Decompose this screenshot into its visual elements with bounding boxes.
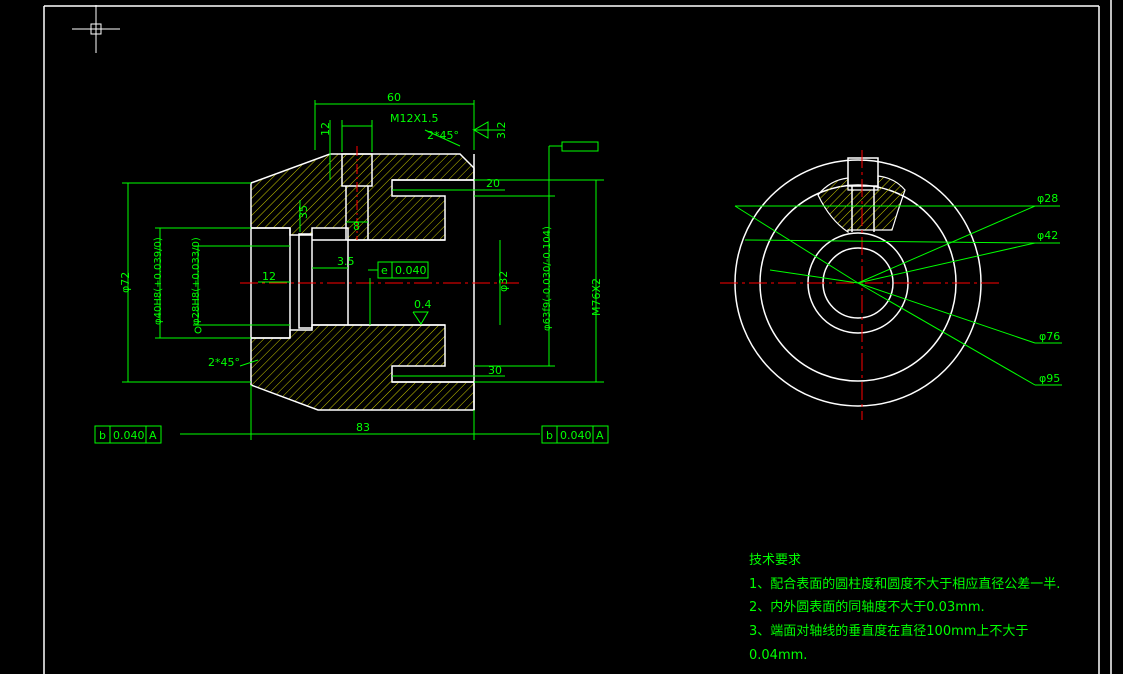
- side-dim-phi28: φ28: [1037, 192, 1058, 205]
- dim-chamfer-top: 2*45°: [427, 129, 459, 142]
- tech-requirement-2: 2、内外圆表面的同轴度不大于0.03mm.: [749, 599, 985, 615]
- section-view: 60 M12X1.5 2*45° 3.2 12 20 35 8 3.5 e 0.…: [94, 91, 609, 444]
- tech-requirement-1: 1、配合表面的圆柱度和圆度不大于相应直径公差一半.: [749, 576, 1060, 592]
- section-hatch-top: [250, 153, 475, 241]
- tol-right-letter: b: [546, 429, 553, 442]
- side-dim-phi42: φ42: [1037, 229, 1058, 242]
- side-view: φ28 φ42 φ76 φ95: [720, 150, 1062, 420]
- dim-height-12: 12: [319, 122, 332, 136]
- dim-phi40: φ40H8(+0.039/0): [153, 237, 164, 325]
- crosshair-cursor-icon: [72, 5, 120, 53]
- dim-width-30: 30: [488, 364, 502, 377]
- dim-length-60: 60: [387, 91, 401, 104]
- dim-roughness-04: 0.4: [414, 298, 432, 311]
- dim-width-20: 20: [486, 177, 500, 190]
- tol-right-ref: A: [596, 429, 604, 442]
- dim-12-bore: 12: [262, 270, 276, 283]
- tech-requirement-3: 3、端面对轴线的垂直度在直径100mm上不大于: [749, 623, 1028, 639]
- tol-e-letter: e: [381, 264, 388, 277]
- side-dim-phi95: φ95: [1039, 372, 1060, 385]
- tol-left-ref: A: [149, 429, 157, 442]
- tol-left-value: 0.040: [113, 429, 145, 442]
- tol-left-letter: b: [99, 429, 106, 442]
- section-hatch-bottom: [250, 324, 475, 411]
- dim-phi32: φ32: [497, 271, 510, 292]
- dim-thread-big: M76X2: [590, 278, 603, 316]
- tol-right-value: 0.040: [560, 429, 592, 442]
- dim-roughness-32: 3.2: [495, 122, 508, 140]
- tech-requirement-3-cont: 0.04mm.: [749, 648, 807, 663]
- side-dim-phi76: φ76: [1039, 330, 1060, 343]
- drawing-frame: [43, 0, 1112, 674]
- dim-phi28: φ28H8(+0.033/0): [191, 237, 202, 325]
- dim-chamfer-bottom: 2*45°: [208, 356, 240, 369]
- dim-8: 8: [353, 220, 360, 233]
- tol-e-value: 0.040: [395, 264, 427, 277]
- dim-35: 35: [297, 205, 310, 219]
- dim-3-5: 3.5: [337, 255, 355, 268]
- dim-total-83: 83: [356, 421, 370, 434]
- dim-phi72: φ72: [119, 272, 132, 293]
- tech-requirements: 技术要求 1、配合表面的圆柱度和圆度不大于相应直径公差一半. 2、内外圆表面的同…: [749, 553, 1060, 663]
- tech-requirements-title: 技术要求: [749, 553, 801, 568]
- dim-phi63: φ63f9(-0.030/-0.104): [542, 226, 553, 331]
- dim-thread-small: M12X1.5: [390, 112, 439, 125]
